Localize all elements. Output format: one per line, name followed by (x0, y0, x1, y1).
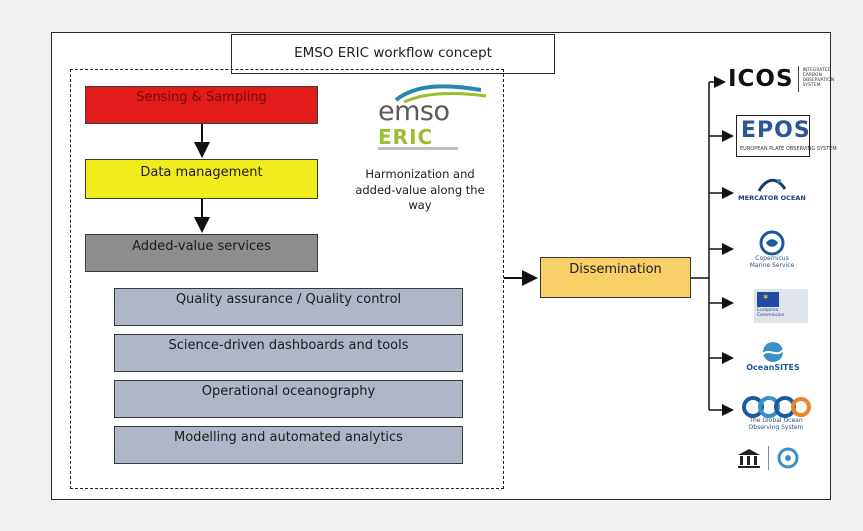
unesco-temple-icon (738, 449, 760, 468)
partner-copernicus: Copernicus Marine Service (742, 230, 802, 269)
epos-subtitle: EUROPEAN PLATE OBSERVING SYSTEM (740, 146, 837, 152)
copernicus-fish-icon (759, 230, 785, 256)
emso-eric-logo: emso ERIC (376, 84, 487, 154)
workflow-boundary (70, 69, 504, 489)
goos-logo-icon (742, 396, 811, 418)
copernicus-label: Copernicus Marine Service (749, 255, 795, 269)
emso-wave-icon (394, 84, 487, 104)
european-commission-label: European Commission (757, 308, 785, 318)
eric-wordmark: ERIC (378, 125, 434, 149)
oceansites-wordmark: OceanSITES (746, 363, 800, 372)
added-value-services-box: Added-value services (85, 234, 318, 272)
eric-subline (378, 147, 458, 150)
dissemination-box: Dissemination (540, 257, 691, 298)
epos-wordmark: EPOS (741, 118, 811, 143)
partner-mercator: MERCATOR OCEAN (732, 175, 812, 202)
ioc-emblem-icon (777, 447, 799, 469)
icos-subtitle: INTEGRATED CARBON OBSERVATION SYSTEM (802, 68, 835, 88)
partner-icos: ICOS INTEGRATED CARBON OBSERVATION SYSTE… (728, 66, 843, 92)
icos-wordmark: ICOS (728, 66, 794, 92)
mercator-wave-icon (757, 178, 787, 192)
data-management-box: Data management (85, 159, 318, 199)
icos-divider (797, 66, 799, 92)
partner-unesco-ioc (736, 446, 801, 470)
oceansites-globe-icon (762, 342, 784, 362)
operational-oceanography-box: Operational oceanography (114, 380, 463, 418)
partner-epos: EPOS EUROPEAN PLATE OBSERVING SYSTEM (736, 115, 837, 157)
unesco-divider (768, 446, 769, 470)
science-dashboards-box: Science-driven dashboards and tools (114, 334, 463, 372)
emso-wordmark: emso (378, 96, 450, 127)
partner-goos: The Global Ocean Observing System (736, 396, 816, 431)
diagram-title: EMSO ERIC workflow concept (231, 34, 555, 74)
partner-oceansites: OceanSITES (738, 340, 808, 373)
modelling-analytics-box: Modelling and automated analytics (114, 426, 463, 464)
partner-european-commission: ✶ European Commission (754, 289, 808, 323)
goos-label: The Global Ocean Observing System (748, 417, 804, 431)
mercator-wordmark: MERCATOR OCEAN (738, 194, 806, 202)
eu-flag-icon: ✶ (757, 292, 779, 307)
quality-assurance-box: Quality assurance / Quality control (114, 288, 463, 326)
tagline: Harmonization and added-value along the … (355, 167, 485, 213)
sensing-sampling-box: Sensing & Sampling (85, 86, 318, 124)
